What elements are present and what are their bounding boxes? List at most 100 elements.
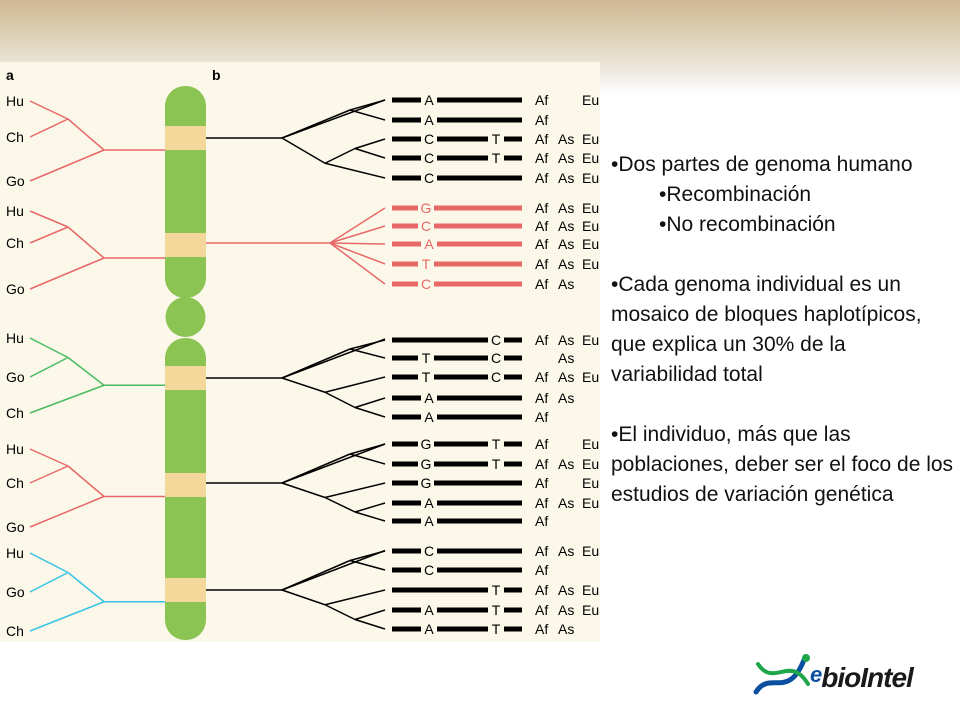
allele-label: C	[491, 332, 501, 348]
population-label: Af	[535, 436, 548, 452]
population-label: Af	[535, 602, 548, 618]
population-label: Af	[535, 112, 548, 128]
allele-gap	[421, 621, 437, 635]
allele-label: A	[424, 112, 434, 128]
population-label: Af	[535, 131, 548, 147]
allele-gap	[421, 170, 437, 184]
allele-gap	[418, 218, 434, 232]
allele-gap	[421, 409, 437, 423]
haplotype-branch	[354, 609, 386, 621]
haplotype-branch	[354, 406, 386, 418]
allele-label: C	[424, 131, 434, 147]
allele-gap	[418, 200, 434, 214]
allele-gap	[418, 256, 434, 270]
population-label: Af	[535, 256, 548, 272]
chromosome-band	[165, 126, 206, 150]
haplotype-branch	[281, 348, 351, 379]
taxon-label: Hu	[6, 441, 24, 457]
population-label: Af	[535, 276, 548, 292]
haplotype-branch	[324, 376, 386, 393]
population-label: Af	[535, 236, 548, 252]
population-label: Eu	[582, 236, 599, 252]
allele-label: C	[421, 276, 431, 292]
allele-label: T	[492, 582, 501, 598]
haplotype-branch	[281, 549, 386, 591]
haplotype-branch	[324, 496, 356, 513]
population-label: As	[558, 170, 574, 186]
tree-branch	[29, 100, 69, 120]
allele-label: A	[424, 236, 434, 252]
allele-gap	[421, 390, 437, 404]
allele-label: T	[422, 369, 431, 385]
allele-gap	[421, 513, 437, 527]
taxon-label: Ch	[6, 475, 24, 491]
allele-gap	[418, 436, 434, 450]
tree-branch	[67, 571, 105, 603]
haplotype-branch	[349, 453, 386, 465]
haplotype-branch	[349, 109, 386, 121]
taxon-label: Ch	[6, 405, 24, 421]
allele-gap	[488, 369, 504, 383]
population-label: As	[558, 390, 574, 406]
population-label: As	[558, 218, 574, 234]
haplotype-branch	[324, 482, 386, 499]
chromosome-band	[165, 366, 206, 390]
allele-label: T	[492, 621, 501, 637]
tree-branch	[29, 601, 105, 632]
population-label: Af	[535, 332, 548, 348]
population-label: As	[558, 543, 574, 559]
haplotype-branch	[281, 109, 351, 139]
allele-label: C	[491, 369, 501, 385]
haplotype-branch	[324, 391, 356, 409]
allele-gap	[418, 276, 434, 290]
tree-branch	[29, 552, 69, 574]
dna-swirl-icon	[753, 654, 810, 695]
tree-branch	[29, 448, 69, 467]
haplotype-branch	[281, 377, 326, 393]
haplotype-branch	[324, 589, 386, 606]
allele-label: C	[421, 218, 431, 234]
tree-branch	[29, 257, 105, 290]
tree-branch	[29, 226, 69, 244]
population-label: As	[558, 456, 574, 472]
taxon-label: Ch	[6, 623, 24, 639]
chromosome-upper-arm	[165, 86, 206, 298]
ebiointel-logo: ebioIntel	[748, 640, 914, 710]
haplotype-branch	[281, 137, 326, 164]
population-label: Eu	[582, 200, 599, 216]
allele-gap	[488, 436, 504, 450]
panel-label-b: b	[212, 67, 221, 83]
allele-gap	[421, 562, 437, 576]
allele-gap	[421, 602, 437, 616]
allele-gap	[421, 131, 437, 145]
population-label: As	[558, 276, 574, 292]
population-label: As	[558, 602, 574, 618]
population-label: Eu	[582, 456, 599, 472]
haplotype-branch	[354, 397, 386, 409]
population-label: Eu	[582, 92, 599, 108]
population-label: As	[558, 582, 574, 598]
population-label: Eu	[582, 369, 599, 385]
population-label: Eu	[582, 475, 599, 491]
allele-gap	[421, 236, 437, 250]
text-panel: •Dos partes de genoma humano •Recombinac…	[611, 150, 956, 510]
population-label: As	[558, 332, 574, 348]
allele-gap	[421, 92, 437, 106]
taxon-label: Go	[6, 369, 25, 385]
tree-branch	[29, 495, 105, 528]
population-label: Eu	[582, 495, 599, 511]
haplotype-branch	[349, 443, 386, 455]
chromosome-band	[165, 473, 206, 497]
population-label: Af	[535, 390, 548, 406]
taxon-label: Go	[6, 281, 25, 297]
allele-label: C	[424, 170, 434, 186]
tree-branch	[67, 356, 105, 386]
population-label: As	[558, 200, 574, 216]
allele-gap	[488, 350, 504, 364]
population-label: Eu	[582, 332, 599, 348]
allele-gap	[421, 112, 437, 126]
taxon-label: Go	[6, 519, 25, 535]
haplotype-branch	[349, 550, 386, 562]
allele-label: T	[492, 602, 501, 618]
